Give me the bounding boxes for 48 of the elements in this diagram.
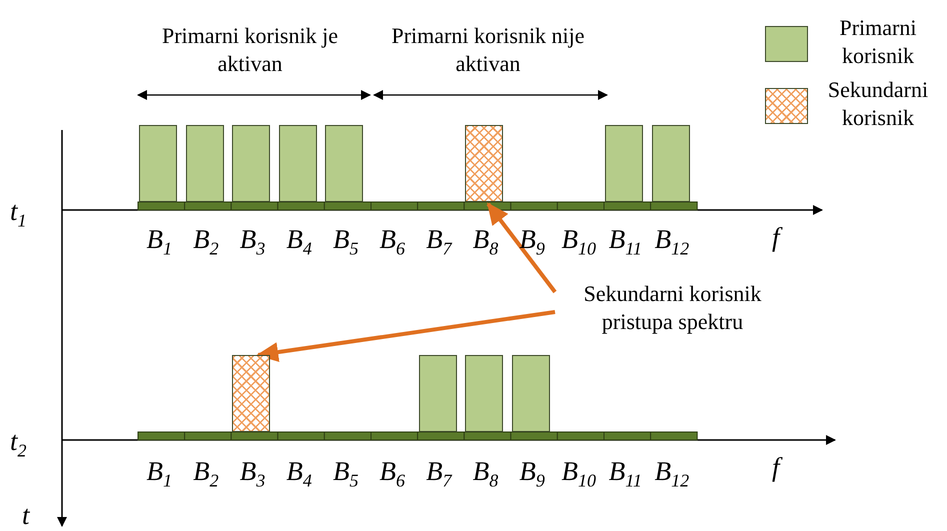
- band-label: B$_{1}$: [146, 456, 172, 492]
- primary-user-block: [232, 125, 270, 202]
- band-label: B$_{10}$: [561, 456, 596, 492]
- band-label: B$_{6}$: [380, 456, 406, 492]
- span-heading: Primarni korisnik nije aktivan: [390, 22, 586, 77]
- annotation-text: Sekundarni korisnik pristupa spektru: [555, 280, 790, 335]
- arrow: [256, 310, 556, 362]
- band-label: B$_{7}$: [426, 224, 452, 260]
- band-label: B$_{12}$: [654, 224, 690, 260]
- legend-label: Sekundarni korisnik: [826, 76, 930, 131]
- band-label: B$_{11}$: [608, 224, 642, 260]
- band-label: B$_{9}$: [519, 224, 545, 260]
- primary-user-block: [605, 125, 643, 202]
- primary-user-block: [139, 125, 177, 202]
- primary-user-block: [278, 125, 317, 202]
- primary-user-block: [186, 125, 224, 202]
- band-label: B$_{2}$: [193, 224, 219, 260]
- span-heading: Primarni korisnik je aktivan: [161, 22, 339, 77]
- primary-user-block: [418, 355, 457, 432]
- frequency-axis-label: f: [772, 452, 780, 483]
- primary-user-block: [465, 355, 504, 432]
- band-label: B$_{7}$: [426, 456, 452, 492]
- band-label: B$_{5}$: [332, 224, 358, 260]
- band-label: B$_{8}$: [472, 456, 498, 492]
- frequency-axis-label: f: [772, 222, 780, 253]
- primary-user-block: [652, 125, 690, 202]
- arrow: [486, 202, 557, 294]
- band-label: B$_{3}$: [240, 224, 266, 260]
- band-label: B$_{1}$: [146, 224, 172, 260]
- band-label: B$_{4}$: [286, 456, 312, 492]
- band-label: B$_{9}$: [519, 456, 545, 492]
- time-label: t$_{2}$: [10, 426, 27, 462]
- band-label: B$_{6}$: [380, 224, 406, 260]
- time-label: t: [22, 500, 30, 531]
- primary-user-block: [325, 125, 364, 202]
- band-label: B$_{2}$: [193, 456, 219, 492]
- primary-user-block: [512, 355, 550, 432]
- band-label: B$_{8}$: [472, 224, 498, 260]
- secondary-user-block: [465, 125, 504, 202]
- band-label: B$_{3}$: [240, 456, 266, 492]
- time-label: t$_{1}$: [10, 196, 27, 232]
- band-label: B$_{10}$: [561, 224, 596, 260]
- legend-label: Primarni korisnik: [838, 14, 918, 69]
- secondary-user-block: [232, 355, 270, 432]
- band-label: B$_{5}$: [332, 456, 358, 492]
- band-label: B$_{12}$: [654, 456, 690, 492]
- band-label: B$_{11}$: [608, 456, 642, 492]
- band-label: B$_{4}$: [286, 224, 312, 260]
